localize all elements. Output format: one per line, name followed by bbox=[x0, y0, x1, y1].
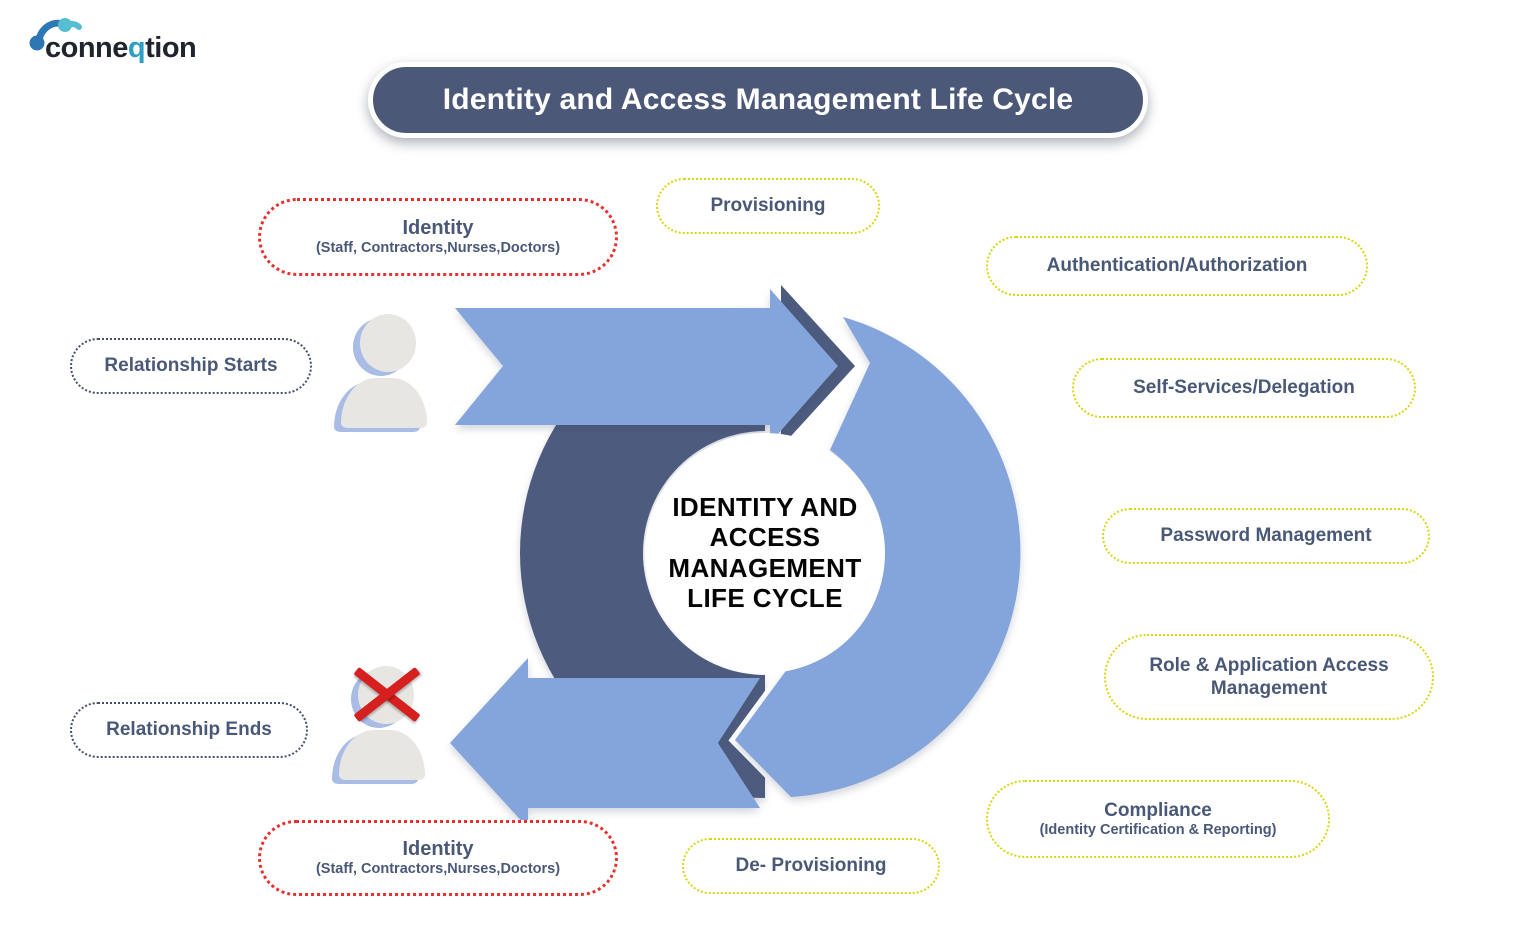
page-title-text: Identity and Access Management Life Cycl… bbox=[442, 83, 1074, 116]
label-role-application-access: Role & Application Access Management bbox=[1104, 634, 1434, 720]
label-relationship-ends: Relationship Ends bbox=[70, 702, 308, 758]
label-compliance-title: Compliance bbox=[1104, 799, 1212, 821]
label-de-provisioning: De- Provisioning bbox=[682, 838, 940, 894]
label-compliance-subtitle: (Identity Certification & Reporting) bbox=[1039, 821, 1277, 838]
label-password-management: Password Management bbox=[1102, 508, 1430, 564]
conneqtion-logo: conneqtion bbox=[28, 10, 258, 68]
person-removed-icon bbox=[336, 666, 428, 780]
label-compliance: Compliance (Identity Certification & Rep… bbox=[986, 780, 1330, 858]
cycle-dark-ring bbox=[520, 308, 765, 798]
label-identity-top-title: Identity bbox=[402, 216, 474, 239]
label-identity-bottom-title: Identity bbox=[402, 837, 474, 860]
cycle-light-ring bbox=[735, 317, 1021, 797]
label-self-services-delegation: Self-Services/Delegation bbox=[1072, 358, 1416, 418]
cycle-center-label: IDENTITY AND ACCESS MANAGEMENT LIFE CYCL… bbox=[668, 492, 862, 614]
label-authentication-authorization: Authentication/Authorization bbox=[986, 236, 1368, 296]
top-flow-arrow bbox=[455, 289, 838, 443]
cycle-hub bbox=[645, 433, 885, 673]
person-torso bbox=[339, 730, 425, 780]
bottom-flow-arrow bbox=[450, 658, 760, 828]
person-icon bbox=[338, 314, 430, 428]
label-identity-bottom-subtitle: (Staff, Contractors,Nurses,Doctors) bbox=[315, 861, 561, 878]
conneqtion-logo-icon bbox=[29, 18, 82, 51]
lifecycle-cycle-diagram bbox=[450, 285, 1026, 828]
label-relationship-starts: Relationship Starts bbox=[70, 338, 312, 394]
conneqtion-logo-text: conneqtion bbox=[45, 32, 197, 64]
label-identity-top: Identity (Staff, Contractors,Nurses,Doct… bbox=[258, 198, 618, 276]
page-title: Identity and Access Management Life Cycl… bbox=[368, 62, 1148, 138]
person-torso bbox=[341, 378, 427, 428]
label-provisioning: Provisioning bbox=[656, 178, 880, 234]
person-head bbox=[360, 314, 416, 372]
label-identity-bottom: Identity (Staff, Contractors,Nurses,Doct… bbox=[258, 820, 618, 896]
label-identity-top-subtitle: (Staff, Contractors,Nurses,Doctors) bbox=[315, 240, 561, 257]
